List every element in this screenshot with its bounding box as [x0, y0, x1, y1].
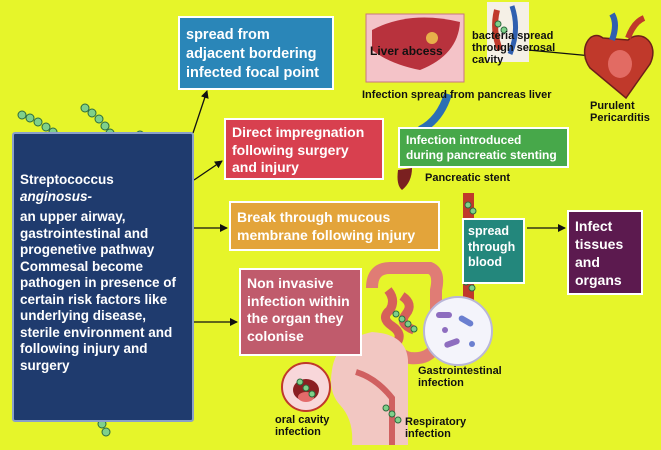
gastrointestinal-infection-label: Gastrointestinal infection [418, 365, 502, 389]
pancreatic-stent-label: Pancreatic stent [425, 172, 510, 184]
respiratory-head-illustration [331, 332, 408, 445]
liver-illustration [365, 13, 465, 83]
break-through-box: Break through mucous membrane following … [229, 201, 440, 251]
pancreatic-stenting-box: Infection introduced during pancreatic s… [398, 127, 569, 168]
arrow-to-spread-adjacent [192, 90, 209, 134]
pancreas-liver-label: Infection spread from pancreas liver [362, 89, 552, 101]
bacteria-magnified-illustration [423, 296, 493, 366]
purulent-pericarditis-label: Purulent Pericarditis [590, 100, 650, 124]
heart-illustration [583, 12, 654, 100]
oral-cavity-infection-label: oral cavity infection [275, 414, 330, 438]
direct-impregnation-box: Direct impregnation following surgery an… [224, 118, 384, 180]
spread-through-blood-box: spread through blood [462, 218, 525, 284]
organism-species-line: anginosus- [20, 188, 93, 204]
infect-tissues-box: Infect tissues and organs [567, 210, 643, 295]
arrow-to-pericarditis [527, 49, 593, 60]
spread-adjacent-box: spread from adjacent bordering infected … [178, 16, 334, 90]
organism-name-line: Streptococcus [20, 172, 114, 187]
bacteria-spread-label: bacteria spread through serosal cavity [472, 30, 556, 66]
streptococcus-description-box: Streptococcus anginosus- an upper airway… [12, 132, 194, 422]
liver-abscess-label: Liver abcess [370, 44, 443, 58]
organism-description: an upper airway, gastrointestinal and pr… [20, 209, 177, 373]
respiratory-infection-label: Respiratory infection [405, 416, 467, 440]
arrow-to-direct-impregnation [193, 160, 223, 181]
connector-arrows [192, 49, 593, 326]
serosal-cavity-illustration [487, 2, 529, 62]
non-invasive-box: Non invasive infection within the organ … [239, 268, 362, 356]
